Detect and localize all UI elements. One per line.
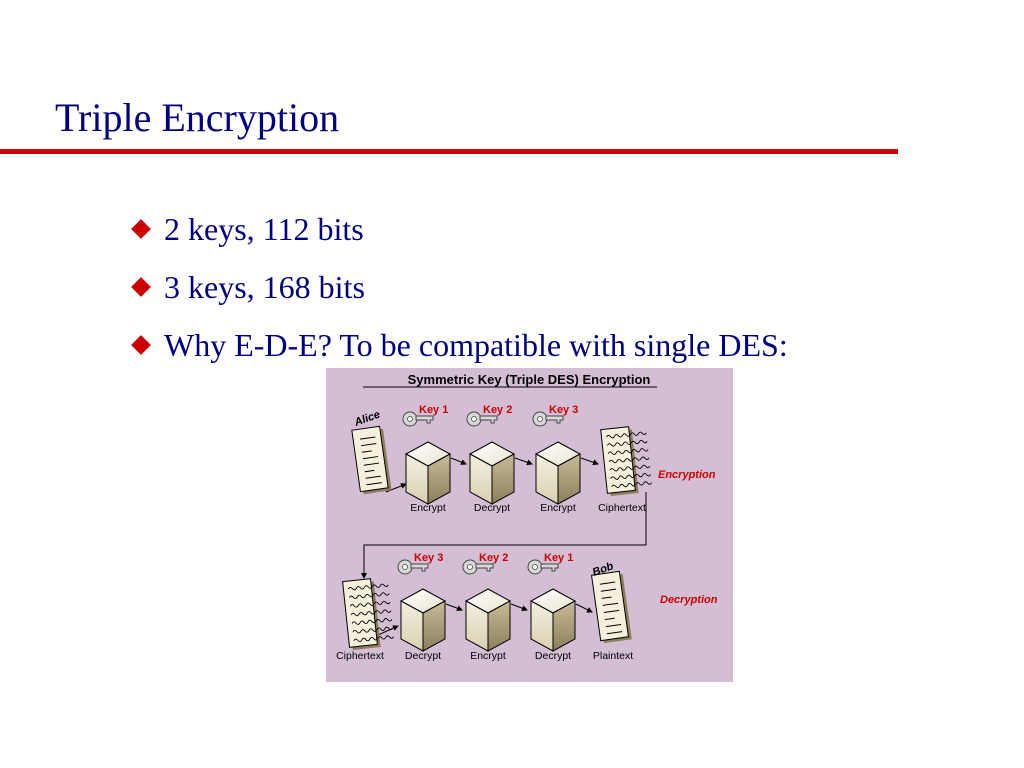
encryption-side-label: Encryption: [658, 469, 716, 481]
key-label: Key 1: [544, 552, 573, 564]
key-icon: Key 1: [402, 404, 448, 427]
slide-title: Triple Encryption: [55, 95, 340, 140]
bullet-list: 2 keys, 112 bits 3 keys, 168 bits Why E-…: [130, 200, 788, 374]
key-label: Key 2: [483, 404, 512, 416]
key-icon: Key 3: [397, 552, 443, 575]
triple-des-diagram: Symmetric Key (Triple DES) Encryption Al…: [326, 368, 733, 682]
decryption-step-label: Decrypt: [535, 650, 571, 662]
bullet-text: Why E-D-E? To be compatible with single …: [164, 326, 788, 363]
key-label: Key 2: [479, 552, 508, 564]
encryption-step-label: Encrypt: [540, 502, 576, 514]
plaintext-label: Plaintext: [593, 650, 633, 662]
cipher-box-icon: [529, 588, 577, 652]
ciphertext-document-icon: [342, 578, 395, 650]
figure-title: Symmetric Key (Triple DES) Encryption: [408, 372, 651, 387]
encryption-step-label: Decrypt: [474, 502, 510, 514]
cipher-box-icon: [468, 441, 516, 505]
bullet-text: 3 keys, 168 bits: [164, 268, 365, 305]
ciphertext-document-icon: [600, 426, 652, 496]
plaintext-document-icon: [351, 425, 392, 495]
title-underline: [0, 149, 898, 154]
ciphertext-label: Ciphertext: [336, 650, 384, 662]
decryption-side-label: Decryption: [660, 594, 718, 606]
key-label: Key 3: [414, 552, 443, 564]
encryption-step-label: Encrypt: [410, 502, 446, 514]
key-icon: Key 2: [466, 404, 512, 427]
ciphertext-label: Ciphertext: [598, 502, 646, 514]
diamond-bullet-icon: [131, 277, 151, 297]
key-label: Key 1: [419, 404, 448, 416]
diamond-bullet-icon: [131, 219, 151, 239]
decryption-step-label: Encrypt: [470, 650, 506, 662]
bullet-item: Why E-D-E? To be compatible with single …: [130, 316, 788, 374]
key-icon: Key 2: [462, 552, 508, 575]
diamond-bullet-icon: [131, 335, 151, 355]
decryption-step-label: Decrypt: [405, 650, 441, 662]
cipher-box-icon: [464, 588, 512, 652]
bullet-item: 2 keys, 112 bits: [130, 200, 788, 258]
cipher-box-icon: [399, 588, 447, 652]
key-icon: Key 3: [532, 404, 578, 427]
key-label: Key 3: [549, 404, 578, 416]
key-icon: Key 1: [527, 552, 573, 575]
bullet-item: 3 keys, 168 bits: [130, 258, 788, 316]
cipher-box-icon: [534, 441, 582, 505]
bullet-text: 2 keys, 112 bits: [164, 210, 364, 247]
cipher-box-icon: [404, 441, 452, 505]
plaintext-document-icon: [590, 570, 632, 644]
